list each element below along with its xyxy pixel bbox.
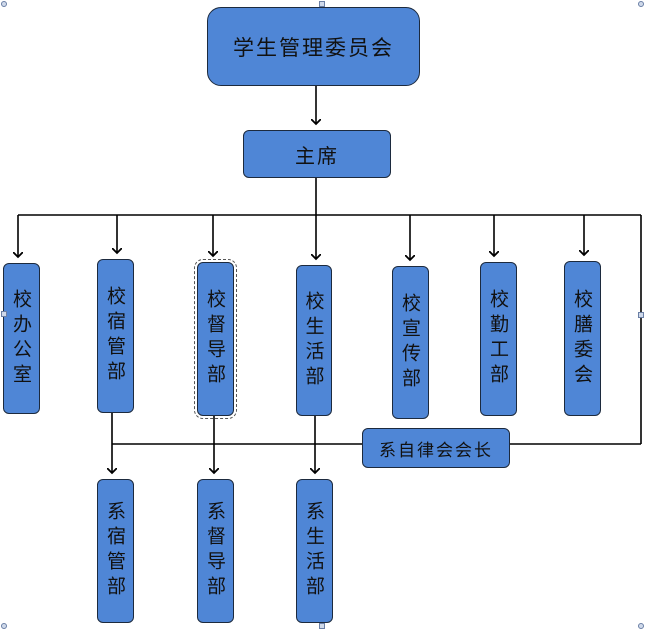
resize-handle-top[interactable] [319,1,325,7]
resize-handle-top-left[interactable] [1,1,7,7]
node-dept-supervision-label: 校督导部 [204,289,226,389]
node-dept-workstudy: 校勤工部 [480,262,517,416]
node-sub-life-label: 系生活部 [303,501,325,601]
node-sub-life: 系生活部 [296,479,333,623]
node-dept-office: 校办公室 [3,263,40,414]
node-sub-dorm-label: 系宿管部 [104,501,126,601]
resize-handle-bottom-right[interactable] [638,623,644,629]
node-dept-publicity: 校宣传部 [392,266,429,419]
node-council-head-label: 系自律会会长 [379,440,493,461]
node-sub-supervision: 系督导部 [197,479,234,623]
resize-handle-left[interactable] [1,311,7,317]
node-dept-life-label: 校生活部 [302,290,325,391]
resize-handle-bottom-left[interactable] [1,623,7,629]
resize-handle-top-right[interactable] [638,1,644,7]
resize-handle-bottom[interactable] [319,623,325,629]
node-dept-supervision: 校督导部 [194,259,237,419]
node-student-committee: 学生管理委员会 [207,7,420,86]
node-dept-workstudy-label: 校勤工部 [487,289,509,389]
node-dept-dorm: 校宿管部 [97,259,134,413]
node-dept-office-label: 校办公室 [10,288,32,389]
node-sub-dorm: 系宿管部 [97,479,134,623]
node-sub-supervision-label: 系督导部 [204,501,226,601]
node-chairman: 主席 [243,130,391,178]
node-dept-canteen: 校膳委会 [564,261,601,416]
node-dept-life: 校生活部 [296,265,332,416]
node-dept-publicity-label: 校宣传部 [399,292,421,393]
node-dept-canteen-label: 校膳委会 [571,288,593,389]
node-chairman-label: 主席 [295,143,339,168]
node-council-head: 系自律会会长 [362,428,510,468]
node-student-committee-label: 学生管理委员会 [233,35,394,60]
resize-handle-right[interactable] [638,312,644,318]
node-dept-dorm-label: 校宿管部 [104,286,126,386]
